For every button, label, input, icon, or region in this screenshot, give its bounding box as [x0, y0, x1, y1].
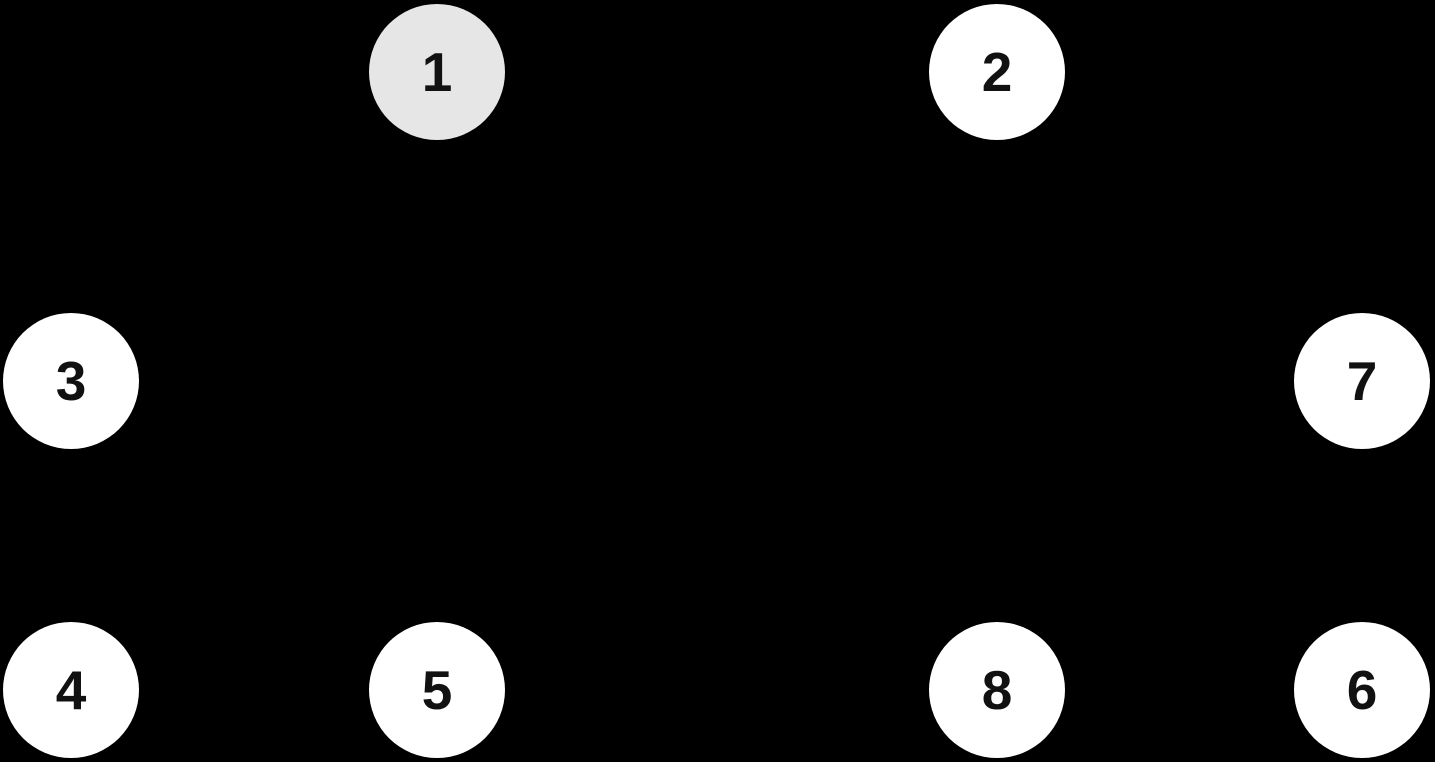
- graph-node-1[interactable]: 1: [369, 4, 505, 140]
- graph-node-label: 8: [981, 658, 1013, 721]
- graph-node-4[interactable]: 4: [3, 622, 139, 758]
- graph-node-label: 7: [1346, 349, 1378, 412]
- graph-node-label: 2: [981, 40, 1013, 103]
- graph-node-6[interactable]: 6: [1294, 622, 1430, 758]
- graph-node-7[interactable]: 7: [1294, 313, 1430, 449]
- graph-node-label: 1: [421, 40, 453, 103]
- graph-node-label: 4: [55, 658, 87, 721]
- graph-node-5[interactable]: 5: [369, 622, 505, 758]
- graph-node-label: 6: [1346, 658, 1378, 721]
- graph-node-label: 3: [55, 349, 87, 412]
- graph-node-3[interactable]: 3: [3, 313, 139, 449]
- graph-node-label: 5: [421, 658, 453, 721]
- graph-node-2[interactable]: 2: [929, 4, 1065, 140]
- graph-node-8[interactable]: 8: [929, 622, 1065, 758]
